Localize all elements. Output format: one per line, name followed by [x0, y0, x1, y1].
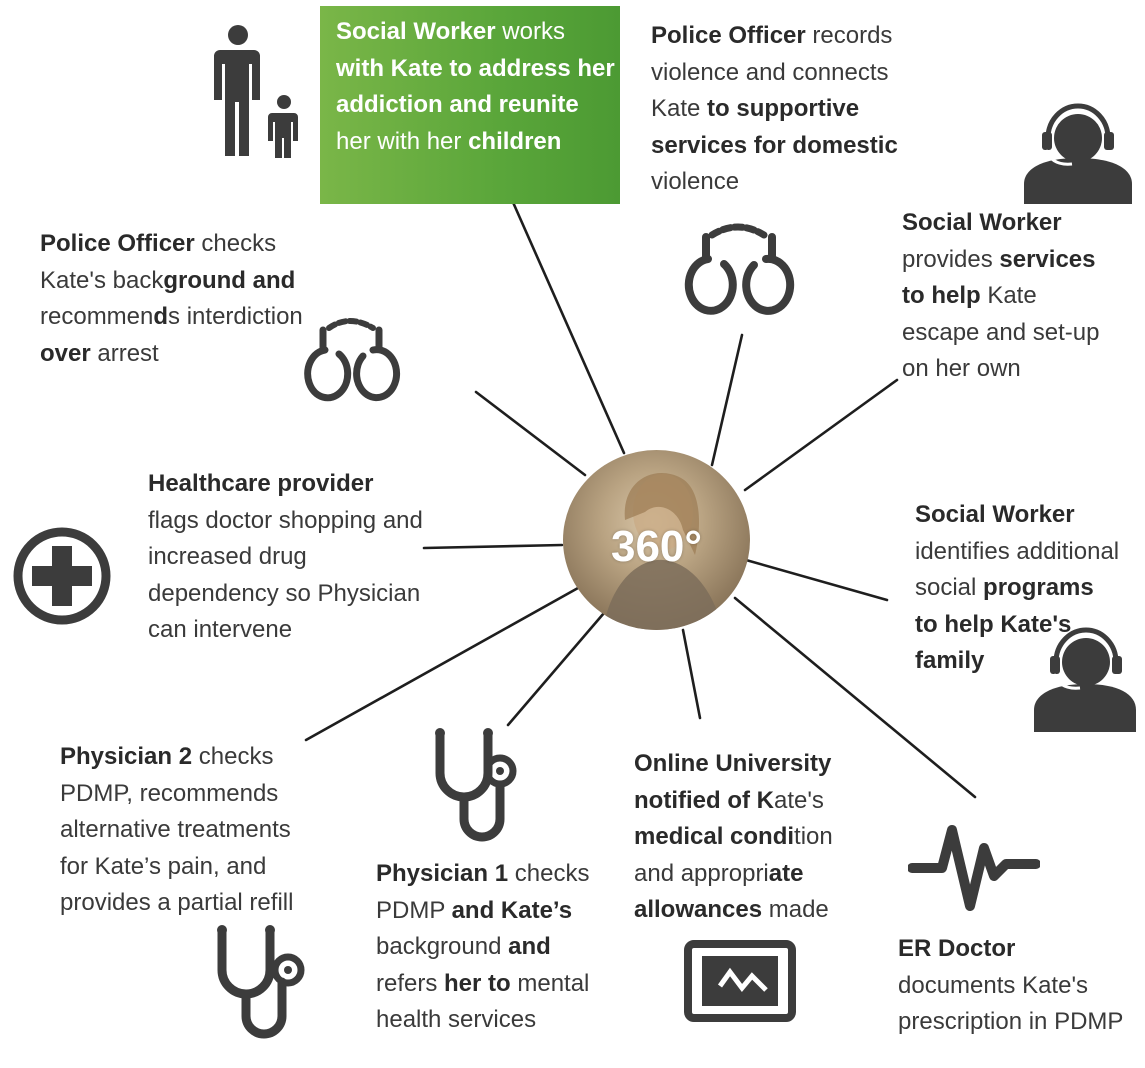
connector-healthcare [422, 543, 564, 550]
text-segment: provides [902, 245, 1000, 273]
node-social-worker-addiction: Social Worker works with Kate to address… [336, 14, 616, 160]
bold-text-segment: Social Worker [915, 501, 1075, 528]
heartbeat-icon [908, 825, 1040, 911]
connector-physician2 [304, 586, 580, 742]
medical-cross-icon [13, 527, 111, 625]
bold-text-segment: Healthcare provider [148, 470, 374, 497]
headset-person-icon [1024, 103, 1132, 204]
text-segment: violence [651, 168, 740, 195]
node-online-university: Online University notified of Kate's med… [634, 746, 874, 929]
bold-text-segment: Police Officer [651, 22, 806, 49]
handcuffs-icon [304, 318, 401, 402]
text-segment: works [495, 18, 565, 45]
handcuffs-icon [684, 223, 795, 315]
bold-text-segment: Physician 1 [376, 860, 509, 887]
connector-university [681, 628, 702, 720]
text-segment: ate's [773, 786, 824, 814]
connector-er [733, 596, 977, 799]
bold-text-segment: ate [768, 859, 804, 887]
stethoscope-icon [435, 728, 517, 842]
parent-child-icon [214, 25, 298, 158]
node-police-officer-records: Police Officer records violence and conn… [651, 18, 941, 201]
bold-text-segment: Social Worker [902, 209, 1062, 236]
center-label: 360° [610, 522, 702, 571]
text-segment: s interdiction [168, 303, 303, 330]
text-segment: Kate escape and set-up on her own [902, 282, 1100, 382]
node-social-worker-services: Social Worker provides services to help … [902, 205, 1117, 388]
text-segment: flags doctor shopping and increased drug… [148, 506, 423, 644]
text-segment: identifies additional social [915, 537, 1120, 602]
bold-text-segment: Police Officer [40, 230, 195, 257]
text-segment: made [762, 896, 829, 923]
headset-person-icon [1034, 627, 1136, 732]
bold-text-segment: allowances [634, 896, 763, 923]
tablet-icon [684, 940, 796, 1022]
text-segment: documents Kate's prescription in PDMP [898, 971, 1124, 1036]
bold-text-segment: medical condi [634, 823, 795, 850]
bold-text-segment: programs to help Kate's family [915, 574, 1094, 674]
text-segment: recommen [40, 303, 154, 330]
center-photo-circle: 360° [563, 450, 750, 630]
node-physician-2: Physician 2 checks PDMP, recommends alte… [60, 739, 325, 922]
text-segment: background [376, 933, 509, 960]
node-er-doctor: ER Doctor documents Kate's prescription … [898, 931, 1128, 1041]
node-physician-1: Physician 1 checks PDMP and Kate’s backg… [376, 856, 611, 1039]
node-social-worker-programs: Social Worker identifies additional soci… [915, 497, 1120, 680]
bold-text-segment: ground and [163, 266, 296, 294]
connector-sw-top [510, 198, 626, 455]
bold-text-segment: to supportive services for domestic [651, 95, 898, 159]
bold-text-segment: and [508, 933, 551, 960]
bold-text-segment: and Kate’s [451, 896, 573, 924]
bold-text-segment: children [468, 127, 562, 155]
text-segment: her with her [336, 127, 469, 155]
text-segment: refers [376, 969, 445, 997]
connector-police-top [710, 333, 744, 467]
connector-sw-right [743, 378, 899, 492]
text-segment: checks Kate's back [40, 230, 277, 294]
bold-text-segment: Social Worker [336, 18, 496, 45]
bold-text-segment: services to help [902, 245, 1096, 310]
bold-text-segment: with Kate to address her addiction and r… [336, 54, 615, 119]
node-police-officer-checks: Police Officer checks Kate's background … [40, 226, 330, 372]
text-segment: mental health services [376, 969, 590, 1034]
node-healthcare-provider: Healthcare provider flags doctor shoppin… [148, 466, 423, 649]
bold-text-segment: her to [444, 969, 511, 997]
bold-text-segment: ER Doctor [898, 935, 1016, 962]
bold-text-segment: Online University [634, 750, 832, 777]
text-segment: checks PDMP [376, 860, 590, 924]
connector-physician1 [506, 611, 606, 727]
bold-text-segment: notified of K [634, 786, 774, 814]
connector-sw-right2 [744, 558, 889, 602]
text-segment: arrest [90, 339, 159, 367]
text-segment: records violence and connects Kate [651, 22, 893, 122]
highlight-box: Social Worker works with Kate to address… [320, 6, 620, 204]
stethoscope-icon [217, 925, 305, 1039]
bold-text-segment: over [40, 339, 91, 367]
person-silhouette [603, 473, 723, 630]
text-segment: tion and appropri [634, 823, 833, 887]
text-segment: checks PDMP, recommends alternative trea… [60, 743, 294, 916]
connector-police-left [474, 390, 587, 477]
bold-text-segment: Physician 2 [60, 743, 193, 770]
bold-text-segment: d [153, 303, 169, 330]
